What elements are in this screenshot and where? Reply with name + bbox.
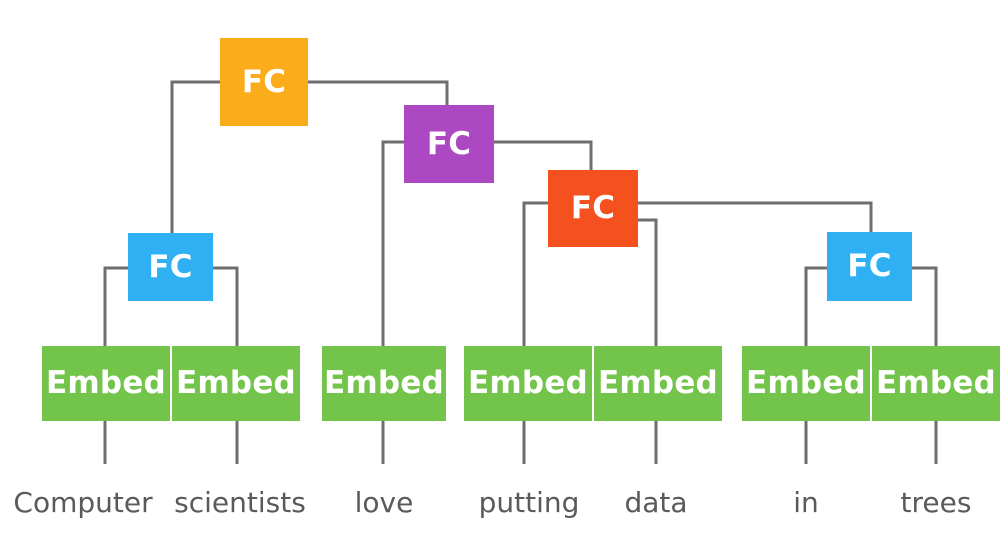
wire-root-to-blue-left	[170, 80, 220, 233]
wire-red-to-blue-right	[638, 201, 873, 232]
embed-love[interactable]: Embed	[322, 346, 446, 421]
wire-purple-to-love	[381, 140, 404, 346]
wire-red-to-data	[638, 218, 658, 346]
wire-blueleft-to-computer	[103, 266, 128, 346]
wire-blueright-to-trees	[912, 266, 938, 346]
fc-blue-right[interactable]: FC	[827, 232, 912, 301]
fc-root[interactable]: FC	[220, 38, 308, 126]
wire-blueright-to-in	[804, 266, 827, 346]
embed-in[interactable]: Embed	[742, 346, 870, 421]
embed-scientists[interactable]: Embed	[172, 346, 300, 421]
fc-purple[interactable]: FC	[404, 105, 494, 183]
embed-trees[interactable]: Embed	[872, 346, 1000, 421]
wire-purple-to-red	[494, 140, 593, 170]
token-in-label: in	[793, 486, 819, 519]
embed-data[interactable]: Embed	[594, 346, 722, 421]
embed-putting[interactable]: Embed	[464, 346, 592, 421]
token-love-label: love	[354, 486, 414, 519]
wire-blueleft-to-scientists	[213, 266, 239, 346]
token-scientists-label: scientists	[174, 486, 306, 519]
fc-red[interactable]: FC	[548, 170, 638, 247]
token-computer-label: Computer	[13, 486, 153, 519]
wire-root-to-purple	[308, 80, 449, 105]
embed-computer[interactable]: Embed	[42, 346, 170, 421]
fc-blue-left[interactable]: FC	[128, 233, 213, 301]
token-putting-label: putting	[478, 486, 580, 519]
token-trees-label: trees	[900, 486, 972, 519]
wire-red-to-putting	[522, 201, 548, 346]
token-data-label: data	[624, 486, 688, 519]
